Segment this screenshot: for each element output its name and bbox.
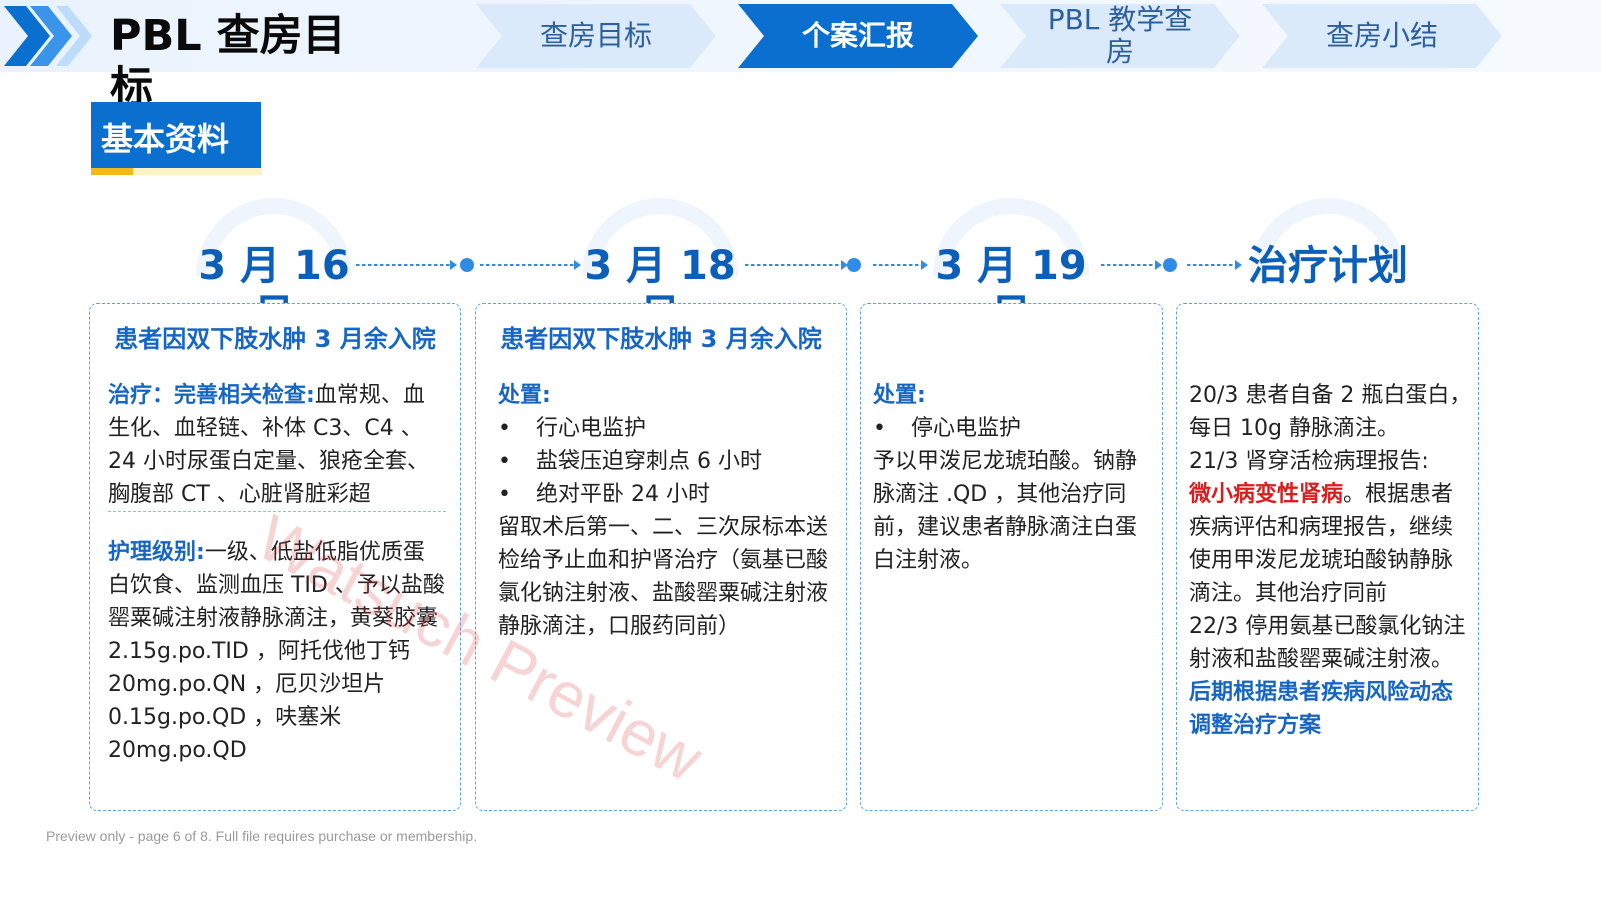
tab-pbl-teaching-rounds[interactable]: PBL 教学查房	[1000, 4, 1240, 68]
disposal-label: 处置:	[498, 383, 551, 408]
timeline-arrow	[873, 260, 928, 270]
card-body: 处置: 行心电监护 盐袋压迫穿刺点 6 小时 绝对平卧 24 小时 留取术后第一…	[498, 379, 832, 643]
page-title: PBL 查房目标	[110, 11, 346, 113]
plan-para-1: 20/3 患者自备 2 瓶白蛋白，每日 10g 静脉滴注。	[1189, 383, 1472, 441]
card-body: 20/3 患者自备 2 瓶白蛋白，每日 10g 静脉滴注。 21/3 肾穿活检病…	[1189, 379, 1472, 742]
treatment-text: 血常规、血生化、血轻链、补体 C3、C4 、 24 小时尿蛋白定量、狼疮全套、胸…	[108, 383, 429, 507]
timeline-arrow	[1101, 260, 1162, 270]
treatment-label: 治疗：完善相关检查:	[108, 383, 315, 408]
card-body: 处置: 停心电监护 予以甲泼尼龙琥珀酸。钠静脉滴注 .QD ，其他治疗同前，建议…	[873, 379, 1152, 577]
card-mar18: 患者因双下肢水肿 3 月余入院 处置: 行心电监护 盐袋压迫穿刺点 6 小时 绝…	[475, 303, 847, 811]
plan-para-4: 22/3 停用氨基已酸氯化钠注射液和盐酸罂粟碱注射液。	[1189, 614, 1466, 672]
card-mar19: 处置: 停心电监护 予以甲泼尼龙琥珀酸。钠静脉滴注 .QD ，其他治疗同前，建议…	[860, 303, 1163, 811]
care-paragraph: 护理级别:一级、低盐低脂优质蛋白饮食、监测血压 TID 、予以盐酸罂粟碱注射液静…	[108, 536, 446, 767]
timeline-dot	[460, 258, 474, 272]
timeline-arrow	[356, 260, 457, 270]
care-level-text: 一级、低盐低脂优质蛋白饮食、监测血压 TID 、予以盐酸罂粟碱注射液静脉滴注，黄…	[108, 540, 445, 763]
plan-para-3-text: 。根据患者疾病评估和病理报告，继续使用甲泼尼龙琥珀酸钠静脉滴注。其他治疗同前	[1189, 482, 1454, 606]
divider	[108, 511, 446, 512]
plan-para-2: 21/3 肾穿活检病理报告:	[1189, 449, 1429, 474]
care-level-label: 护理级别:	[108, 540, 205, 565]
treatment-paragraph: 治疗：完善相关检查:血常规、血生化、血轻链、补体 C3、C4 、 24 小时尿蛋…	[108, 379, 446, 511]
disposal-text: 予以甲泼尼龙琥珀酸。钠静脉滴注 .QD ，其他治疗同前，建议患者静脉滴注白蛋白注…	[873, 449, 1138, 573]
list-item: 盐袋压迫穿刺点 6 小时	[498, 445, 832, 478]
card-body: 治疗：完善相关检查:血常规、血生化、血轻链、补体 C3、C4 、 24 小时尿蛋…	[108, 379, 446, 767]
section-tag: 基本资料	[91, 102, 261, 168]
timeline-dot	[1163, 258, 1177, 272]
diagnosis-highlight: 微小病变性肾病	[1189, 482, 1344, 507]
tab-case-report[interactable]: 个案汇报	[738, 4, 978, 68]
card-mar16: 患者因双下肢水肿 3 月余入院 治疗：完善相关检查:血常规、血生化、血轻链、补体…	[89, 303, 461, 811]
timeline-treatment-plan: 治疗计划	[1248, 243, 1408, 289]
card-treatment-plan: 20/3 患者自备 2 瓶白蛋白，每日 10g 静脉滴注。 21/3 肾穿活检病…	[1176, 303, 1479, 811]
timeline-arrow	[745, 260, 848, 270]
timeline-arrow	[480, 260, 581, 270]
tab-rounds-goals[interactable]: 查房目标	[476, 4, 716, 68]
tab-rounds-summary[interactable]: 查房小结	[1262, 4, 1502, 68]
disposal-label: 处置:	[873, 383, 926, 408]
plan-para-3: 微小病变性肾病。根据患者疾病评估和病理报告，继续使用甲泼尼龙琥珀酸钠静脉滴注。其…	[1189, 478, 1472, 610]
timeline-date-mar19: 3 月 19 日	[935, 243, 1087, 337]
disposal-list: 停心电监护	[873, 412, 1152, 445]
section-underline	[91, 168, 262, 175]
list-item: 停心电监护	[873, 412, 1152, 445]
timeline-arrow	[1187, 260, 1242, 270]
section-label: 基本资料	[101, 120, 230, 158]
card-heading: 患者因双下肢水肿 3 月余入院	[500, 325, 822, 353]
plan-conclusion: 后期根据患者疾病风险动态调整治疗方案	[1189, 680, 1454, 738]
card-heading: 患者因双下肢水肿 3 月余入院	[114, 325, 436, 353]
disposal-list: 行心电监护 盐袋压迫穿刺点 6 小时 绝对平卧 24 小时	[498, 412, 832, 511]
list-item: 绝对平卧 24 小时	[498, 478, 832, 511]
chevron-logo-icon	[4, 6, 94, 70]
footer-note: Preview only - page 6 of 8. Full file re…	[46, 828, 478, 844]
list-item: 行心电监护	[498, 412, 832, 445]
disposal-text: 留取术后第一、二、三次尿标本送检给予止血和护肾治疗（氨基已酸氯化钠注射液、盐酸罂…	[498, 515, 829, 639]
timeline-dot	[847, 258, 861, 272]
